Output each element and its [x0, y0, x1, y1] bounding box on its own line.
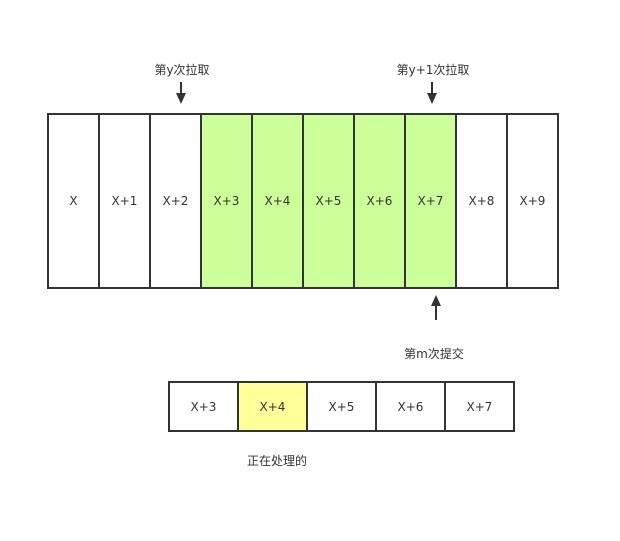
commit-m-label: 第m次提交 [404, 347, 464, 361]
window-cell-processing: X+4 [237, 381, 308, 432]
offset-cell-pulled: X+6 [353, 113, 406, 289]
window-cell: X+5 [306, 381, 377, 432]
offset-queue: X X+1 X+2 X+3 X+4 X+5 X+6 X+7 X+8 X+9 [47, 113, 559, 289]
offset-cell: X+2 [149, 113, 202, 289]
offset-cell: X [47, 113, 100, 289]
offset-cell-pulled: X+5 [302, 113, 355, 289]
window-cell: X+3 [168, 381, 239, 432]
processing-window: X+3 X+4 X+5 X+6 X+7 [168, 381, 515, 432]
offset-cell-pulled: X+7 [404, 113, 457, 289]
window-cell: X+7 [444, 381, 515, 432]
pull-y-label: 第y次拉取 [154, 63, 210, 77]
arrow-up-icon [431, 295, 441, 320]
offset-cell-pulled: X+3 [200, 113, 253, 289]
arrow-down-icon [427, 82, 437, 104]
processing-caption: 正在处理的 [246, 454, 308, 468]
offset-cell: X+9 [506, 113, 559, 289]
offset-cell: X+1 [98, 113, 151, 289]
arrow-down-icon [176, 82, 186, 104]
offset-cell-pulled: X+4 [251, 113, 304, 289]
offset-cell: X+8 [455, 113, 508, 289]
window-cell: X+6 [375, 381, 446, 432]
pull-y1-label: 第y+1次拉取 [396, 63, 470, 77]
